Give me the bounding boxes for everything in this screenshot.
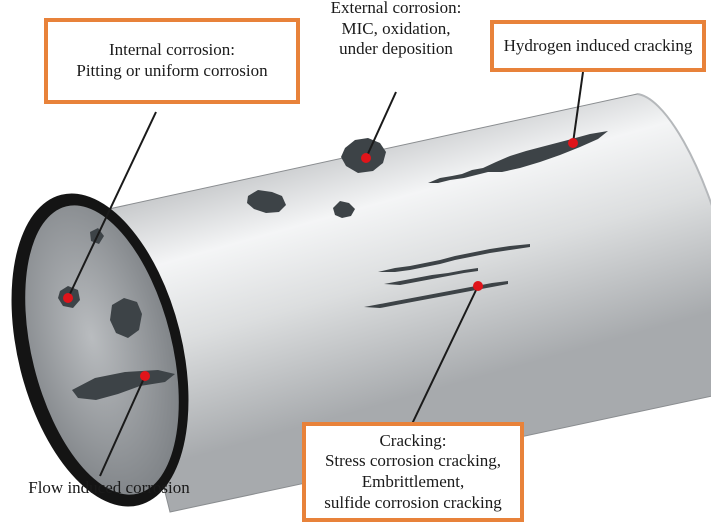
- internal-corrosion-box: Internal corrosion: Pitting or uniform c…: [44, 18, 300, 104]
- marker-cracking: [473, 281, 483, 291]
- marker-flow: [140, 371, 150, 381]
- external-pit-1: [247, 190, 286, 213]
- pipe-far-end: [636, 93, 711, 206]
- hydrogen-cracking-title: Hydrogen induced cracking: [503, 35, 693, 55]
- marker-internal: [63, 293, 73, 303]
- flow-corrosion-label: Flow induced corrosion: [14, 478, 204, 499]
- external-corrosion-title: External corrosion:: [330, 0, 462, 17]
- stress-crack-3: [364, 281, 508, 308]
- internal-pit-large: [110, 298, 142, 338]
- stress-crack-1: [378, 244, 530, 272]
- internal-corrosion-detail: Pitting or uniform corrosion: [76, 61, 268, 80]
- hydrogen-crack: [428, 131, 608, 183]
- cracking-box: Cracking: Stress corrosion cracking, Emb…: [302, 422, 524, 522]
- leader-external: [365, 91, 397, 159]
- leader-cracking: [411, 285, 479, 425]
- external-corrosion-detail-2: under deposition: [339, 39, 453, 59]
- marker-external: [361, 153, 371, 163]
- pipe-inner-surface: [25, 205, 179, 495]
- internal-corrosion-title: Internal corrosion:: [108, 40, 236, 60]
- marker-hydrogen: [568, 138, 578, 148]
- leader-internal: [67, 111, 157, 299]
- external-corrosion-detail-1: MIC, oxidation,: [341, 18, 451, 38]
- cracking-detail-2: Embrittlement,: [361, 472, 465, 491]
- flow-corrosion-title: Flow induced corrosion: [28, 478, 190, 497]
- leader-flow: [99, 375, 146, 477]
- cracking-title: Cracking:: [379, 430, 447, 450]
- stress-crack-2: [384, 268, 478, 285]
- external-corrosion-label: External corrosion: MIC, oxidation, unde…: [302, 0, 490, 60]
- cracking-detail-3: sulfide corrosion cracking: [324, 492, 502, 512]
- external-pit-2: [333, 201, 355, 218]
- leader-hydrogen: [572, 71, 584, 144]
- cracking-detail-1: Stress corrosion cracking,: [324, 451, 502, 471]
- hydrogen-cracking-box: Hydrogen induced cracking: [490, 20, 706, 72]
